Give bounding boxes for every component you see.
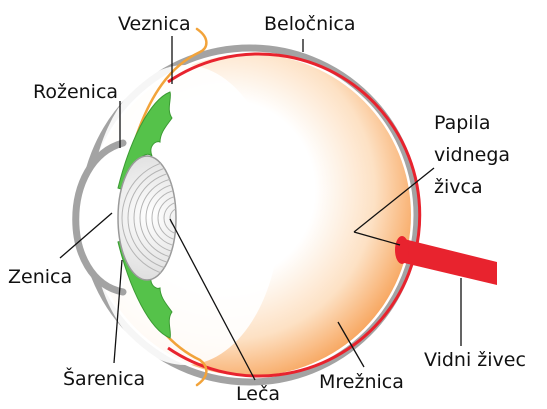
label-cornea: Roženica <box>33 81 118 103</box>
label-conjunctiva: Veznica <box>118 13 191 35</box>
cornea <box>76 143 123 292</box>
label-iris: Šarenica <box>63 366 145 390</box>
label-pupil: Zenica <box>8 266 72 288</box>
label-retina: Mrežnica <box>319 371 404 393</box>
label-sclera: Beločnica <box>264 13 355 35</box>
optic-nerve <box>395 236 497 285</box>
label-optic-disc-line-2: vidnega <box>434 144 510 166</box>
label-optic-disc-line-1: Papila <box>434 112 491 134</box>
label-optic-nerve: Vidni živec <box>424 349 526 371</box>
label-optic-disc-line-3: živca <box>434 176 483 198</box>
label-lens: Leča <box>236 383 280 405</box>
